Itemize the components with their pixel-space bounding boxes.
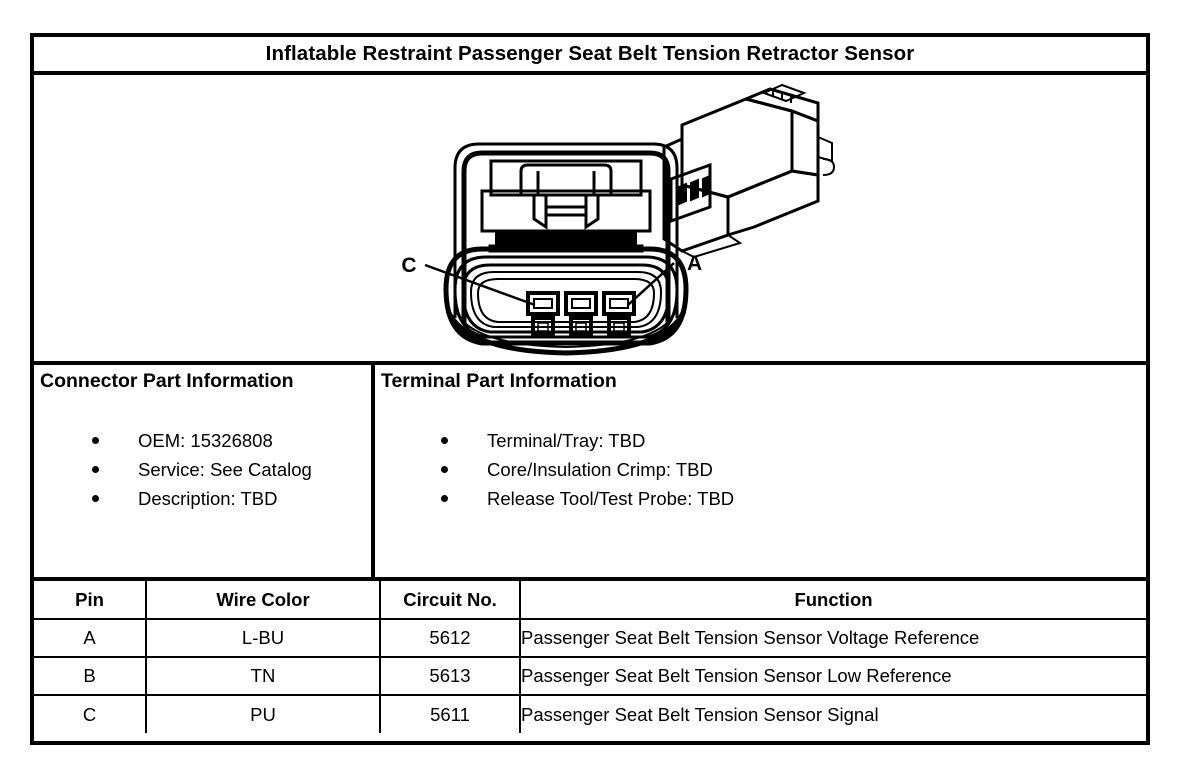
table-row: C PU 5611 Passenger Seat Belt Tension Se…	[34, 694, 1146, 733]
terminal-cavity-b	[564, 291, 598, 337]
list-item: Service: See Catalog	[92, 455, 371, 484]
part-information-row: Connector Part Information OEM: 15326808…	[34, 365, 1146, 581]
terminal-part-information-panel: Terminal Part Information Terminal/Tray:…	[375, 365, 1146, 577]
column-header-wire-color: Wire Color	[145, 581, 381, 620]
pin-callout-a: A	[687, 252, 702, 275]
terminal-cavity-a	[602, 291, 636, 337]
cell-pin: A	[34, 618, 147, 658]
list-item: OEM: 15326808	[92, 426, 371, 455]
connector-figure-row: C A	[34, 75, 1146, 365]
table-row: B TN 5613 Passenger Seat Belt Tension Se…	[34, 656, 1146, 696]
cell-function: Passenger Seat Belt Tension Sensor Low R…	[519, 656, 1146, 696]
connector-part-information-panel: Connector Part Information OEM: 15326808…	[34, 365, 375, 577]
leader-line-a	[627, 262, 675, 306]
cell-wire-color: PU	[145, 694, 381, 733]
sheet-title-row: Inflatable Restraint Passenger Seat Belt…	[34, 37, 1146, 75]
connector-body-3d-view	[662, 83, 836, 259]
terminal-part-information-heading: Terminal Part Information	[381, 370, 617, 392]
cell-circuit-no: 5613	[379, 656, 521, 696]
page-title: Inflatable Restraint Passenger Seat Belt…	[265, 42, 915, 65]
list-item: Terminal/Tray: TBD	[441, 426, 1146, 455]
table-header-row: Pin Wire Color Circuit No. Function	[34, 581, 1146, 620]
leader-line-c	[424, 263, 536, 307]
pin-assignment-table: Pin Wire Color Circuit No. Function A L-…	[34, 581, 1146, 733]
pin-callout-c: C	[401, 254, 416, 277]
connector-figure: C A	[34, 75, 1146, 361]
connector-part-information-heading: Connector Part Information	[40, 370, 294, 392]
list-item: Core/Insulation Crimp: TBD	[441, 455, 1146, 484]
cell-wire-color: TN	[145, 656, 381, 696]
table-row: A L-BU 5612 Passenger Seat Belt Tension …	[34, 618, 1146, 658]
connector-part-information-list: OEM: 15326808 Service: See Catalog Descr…	[92, 426, 371, 513]
cell-function: Passenger Seat Belt Tension Sensor Signa…	[519, 694, 1146, 733]
column-header-pin: Pin	[34, 581, 147, 620]
terminal-cavity-c	[526, 291, 560, 337]
connector-info-sheet: Inflatable Restraint Passenger Seat Belt…	[30, 33, 1150, 745]
column-header-circuit-no: Circuit No.	[379, 581, 521, 620]
list-item: Release Tool/Test Probe: TBD	[441, 484, 1146, 513]
cell-circuit-no: 5611	[379, 694, 521, 733]
cell-circuit-no: 5612	[379, 618, 521, 658]
cell-pin: B	[34, 656, 147, 696]
list-item: Description: TBD	[92, 484, 371, 513]
terminal-part-information-list: Terminal/Tray: TBD Core/Insulation Crimp…	[441, 426, 1146, 513]
connector-face-view	[424, 142, 689, 356]
cell-wire-color: L-BU	[145, 618, 381, 658]
cell-pin: C	[34, 694, 147, 733]
cell-function: Passenger Seat Belt Tension Sensor Volta…	[519, 618, 1146, 658]
column-header-function: Function	[519, 581, 1146, 620]
